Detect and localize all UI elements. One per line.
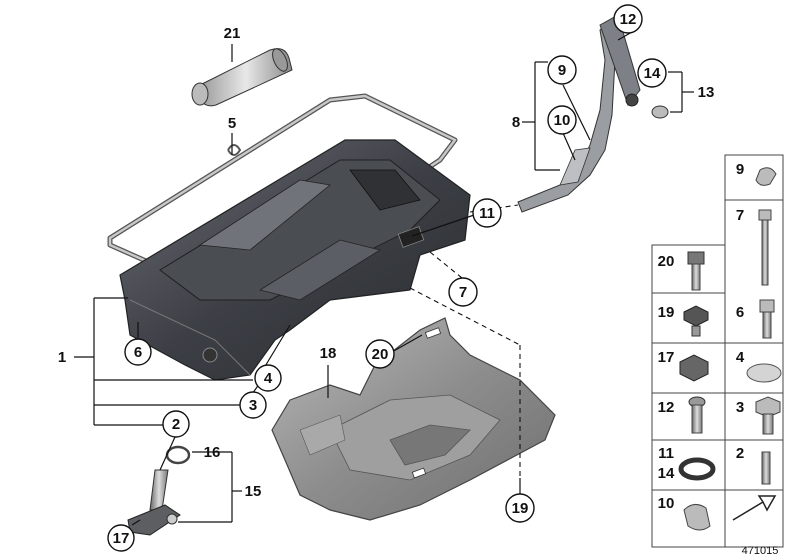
legend-17: 17 — [658, 349, 675, 366]
flange-bolt-icon — [687, 251, 705, 291]
callout-13: 13 — [698, 84, 715, 101]
legend-9: 9 — [736, 161, 744, 178]
clamp-icon — [683, 504, 711, 531]
callout-11: 11 — [479, 205, 495, 222]
legend-14: 14 — [658, 465, 675, 482]
callout-1: 1 — [58, 349, 66, 366]
legend-3: 3 — [736, 399, 744, 416]
callout-5: 5 — [228, 115, 236, 132]
callout-9: 9 — [558, 62, 566, 79]
legend-12: 12 — [658, 399, 675, 416]
washer-icon — [746, 363, 782, 383]
callout-21: 21 — [224, 25, 241, 42]
callout-20: 20 — [372, 346, 389, 363]
callout-17: 17 — [113, 530, 130, 547]
screw-icon — [759, 299, 775, 339]
legend-grid — [651, 154, 784, 548]
callout-14: 14 — [644, 65, 661, 82]
long-bolt-icon — [758, 209, 772, 286]
sensor-drawing — [127, 445, 191, 536]
sealant-tube-drawing — [191, 48, 293, 107]
callout-10: 10 — [554, 112, 571, 129]
oil-pan-drawing — [119, 139, 471, 381]
arrow-icon — [732, 495, 777, 521]
callout-2: 2 — [172, 416, 180, 433]
callout-labels: 21 5 1 8 13 18 15 16 6 4 3 2 17 9 10 12 … — [58, 4, 715, 552]
hex-nut-icon — [679, 354, 709, 382]
legend-10: 10 — [658, 495, 675, 512]
legend-11: 11 — [658, 445, 674, 462]
legend-7: 7 — [736, 207, 744, 224]
o-ring-icon — [678, 457, 716, 481]
callout-12: 12 — [620, 11, 637, 28]
hex-flange-bolt-icon — [683, 305, 709, 337]
reference-number: 471015 — [742, 545, 779, 557]
legend-20: 20 — [658, 253, 675, 270]
callout-4: 4 — [264, 370, 273, 387]
callout-8: 8 — [512, 114, 520, 131]
dipstick-tube-drawing — [517, 14, 669, 213]
legend-labels: 9 7 20 19 6 17 4 12 3 11 14 2 10 — [658, 161, 745, 512]
legend-6: 6 — [736, 304, 744, 321]
callout-18: 18 — [320, 345, 337, 362]
callout-6: 6 — [134, 344, 142, 361]
torx-screw-icon — [688, 396, 706, 434]
callout-7: 7 — [459, 284, 467, 301]
stud-icon — [761, 451, 771, 485]
callout-19: 19 — [512, 500, 529, 517]
legend-19: 19 — [658, 304, 675, 321]
callout-3: 3 — [249, 397, 257, 414]
legend-4: 4 — [736, 349, 745, 366]
legend-2: 2 — [736, 445, 744, 462]
callout-15: 15 — [245, 483, 262, 500]
shield-drawing — [271, 317, 556, 521]
clip-icon — [755, 167, 777, 186]
hex-bolt-icon — [755, 396, 781, 435]
callout-16: 16 — [204, 444, 221, 461]
